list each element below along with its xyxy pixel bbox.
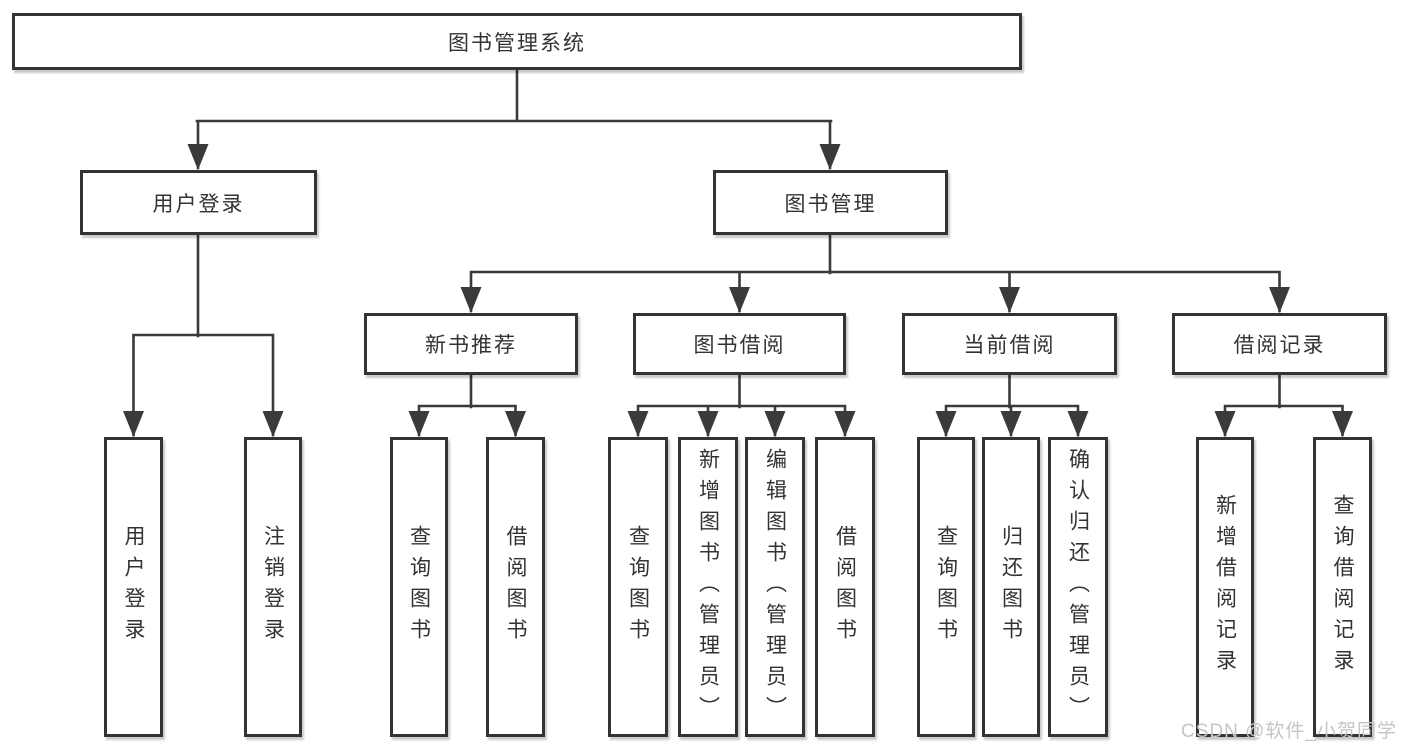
leaf-user-login: 用户登录 [104,437,163,737]
node-book-borrowing-label: 图书借阅 [693,334,786,357]
leaf-return-books: 归还图书 [982,437,1040,737]
leaf-borrow-books-borrowing-label: 借阅图书 [833,525,857,649]
leaf-query-borrow-record-label: 查询借阅记录 [1331,494,1354,680]
leaf-edit-book-admin: 编辑图书（管理员） [745,437,805,737]
connector-lines [132,68,1344,437]
leaf-query-books-current: 查询图书 [917,437,975,737]
leaf-query-books-current-label: 查询图书 [934,525,958,649]
leaf-query-books-borrowing-label: 查询图书 [626,525,650,649]
node-user-login-label: 用户登录 [152,192,245,216]
node-library-system: 图书管理系统 [12,13,1022,70]
node-borrowing-records: 借阅记录 [1172,313,1387,375]
leaf-query-books-borrowing: 查询图书 [608,437,668,737]
leaf-add-borrow-record-label: 新增借阅记录 [1213,494,1237,680]
node-library-system-label: 图书管理系统 [448,31,586,55]
leaf-query-books-recommend: 查询图书 [390,437,448,737]
node-current-borrowing-label: 当前借阅 [963,334,1056,357]
leaf-user-login-label: 用户登录 [122,525,145,649]
leaf-borrow-books-recommend-label: 借阅图书 [504,525,527,649]
leaf-query-books-recommend-label: 查询图书 [407,525,431,649]
leaf-add-book-admin-label: 新增图书（管理员） [696,447,720,727]
leaf-confirm-return-admin-label: 确认归还（管理员） [1066,447,1090,727]
node-user-login: 用户登录 [80,170,317,235]
node-new-book-recommend: 新书推荐 [364,313,578,375]
leaf-logout-label: 注销登录 [261,525,285,649]
leaf-borrow-books-borrowing: 借阅图书 [815,437,875,737]
leaf-borrow-books-recommend: 借阅图书 [486,437,545,737]
node-current-borrowing: 当前借阅 [902,313,1117,375]
node-book-management: 图书管理 [713,170,948,235]
leaf-edit-book-admin-label: 编辑图书（管理员） [763,447,787,727]
leaf-return-books-label: 归还图书 [999,525,1023,649]
node-book-management-label: 图书管理 [784,192,877,216]
node-book-borrowing: 图书借阅 [633,313,846,375]
leaf-confirm-return-admin: 确认归还（管理员） [1048,437,1108,737]
leaf-add-book-admin: 新增图书（管理员） [678,437,738,737]
csdn-watermark: CSDN @软件_小贺同学 [1181,721,1397,742]
node-borrowing-records-label: 借阅记录 [1233,334,1326,357]
leaf-query-borrow-record: 查询借阅记录 [1313,437,1372,737]
node-new-book-recommend-label: 新书推荐 [425,334,517,357]
arrowheads [123,144,1353,437]
leaf-logout: 注销登录 [244,437,302,737]
leaf-add-borrow-record: 新增借阅记录 [1196,437,1254,737]
